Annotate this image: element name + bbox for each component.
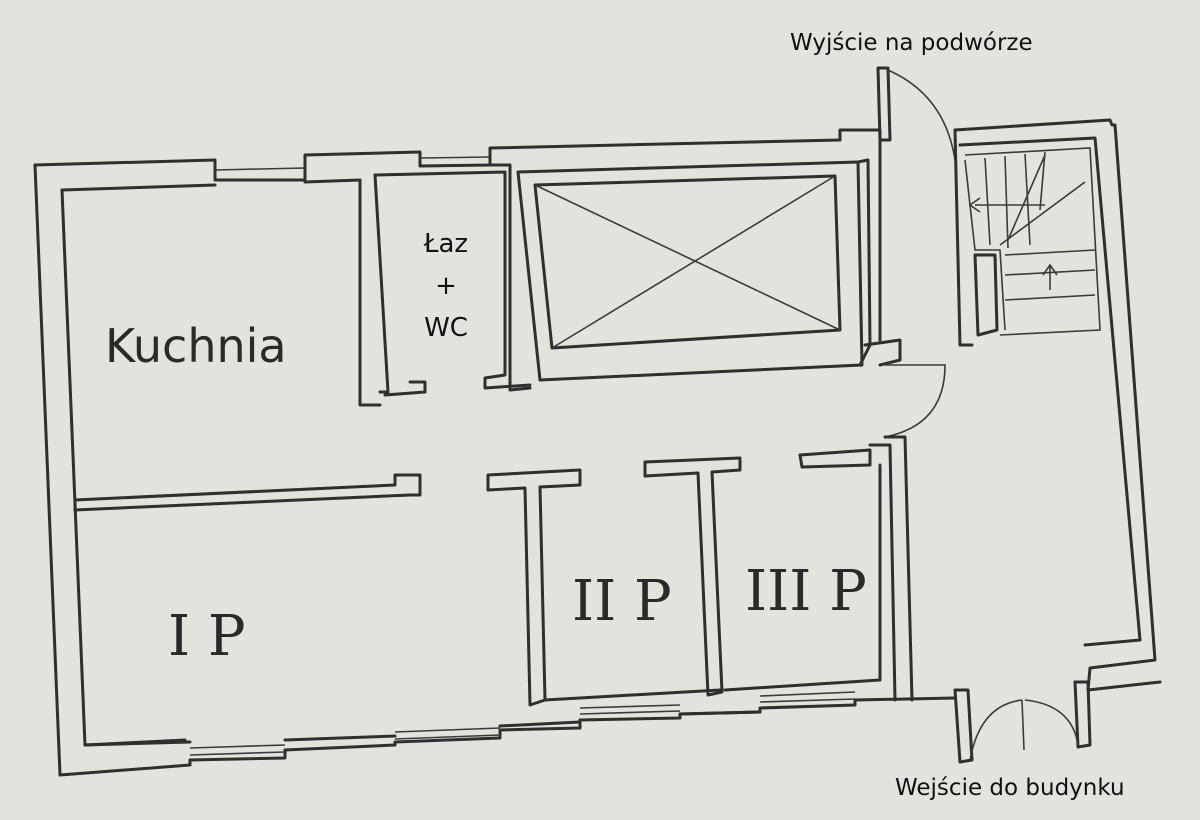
label-room-3: III P — [745, 559, 867, 624]
entrance-door — [953, 680, 1092, 764]
label-bath-1: Łaz — [423, 229, 468, 259]
partitions — [486, 448, 882, 707]
staircase — [953, 118, 1162, 692]
label-entrance: Wejście do budynku — [895, 775, 1125, 801]
outer-walls — [33, 128, 957, 777]
label-room-1: I P — [168, 604, 246, 669]
label-kitchen: Kuchnia — [105, 319, 287, 373]
label-bath-2: + — [435, 271, 457, 301]
corridor — [863, 66, 956, 702]
label-bath-3: WC — [424, 313, 468, 343]
kitchen-walls — [73, 163, 532, 512]
label-room-2: II P — [572, 569, 672, 634]
shaft — [516, 158, 872, 382]
label-exit-yard: Wyjście na podwórze — [790, 30, 1033, 56]
